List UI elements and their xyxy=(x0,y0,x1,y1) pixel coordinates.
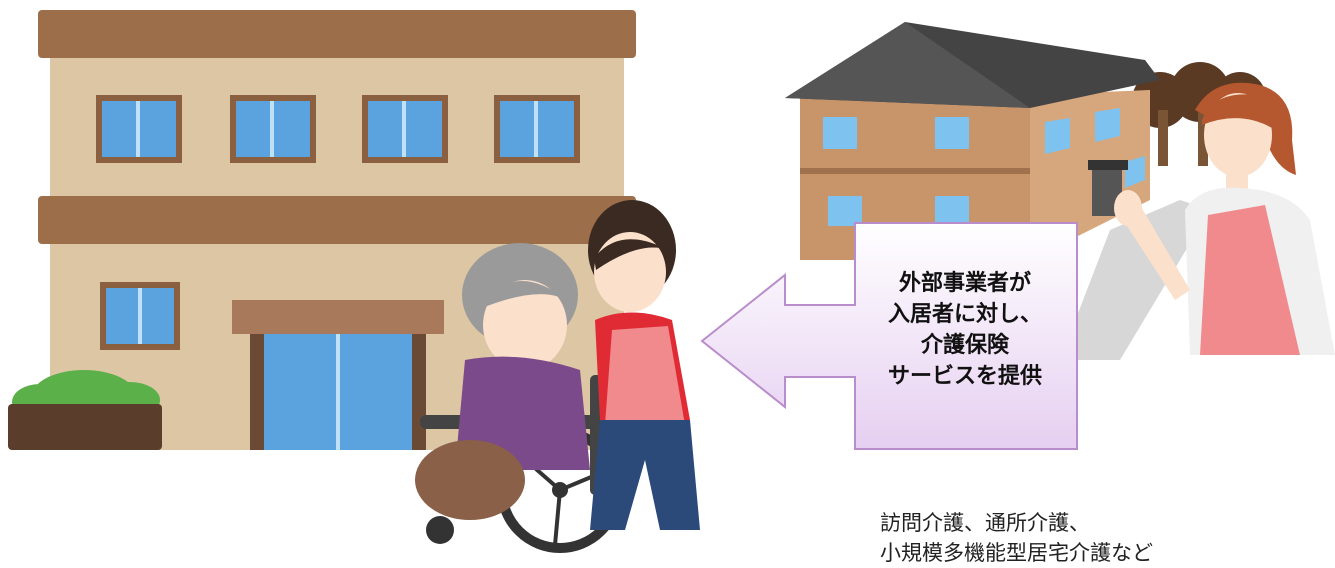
elderly-woman-icon xyxy=(415,243,590,520)
shrub-planter-icon xyxy=(8,370,162,450)
window-icon xyxy=(100,282,180,350)
window-icon xyxy=(362,95,448,163)
left-arrow-callout: 外部事業者が 入居者に対し、 介護保険 サービスを提供 xyxy=(700,222,1080,452)
services-line: 訪問介護、通所介護、 xyxy=(880,511,1090,535)
callout-text: 外部事業者が 入居者に対し、 介護保険 サービスを提供 xyxy=(850,268,1080,392)
window-icon xyxy=(230,95,316,163)
services-line: 小規模多機能型居宅介護など xyxy=(880,541,1153,565)
callout-line: サービスを提供 xyxy=(887,364,1042,389)
callout-line: 入居者に対し、 xyxy=(887,302,1042,327)
entrance-door-icon xyxy=(232,300,444,450)
window-icon xyxy=(494,95,580,163)
services-caption: 訪問介護、通所介護、 小規模多機能型居宅介護など xyxy=(880,508,1335,568)
window-icon xyxy=(96,95,182,163)
callout-line: 介護保険 xyxy=(920,333,1009,358)
left-arrow-callout-icon xyxy=(700,222,1078,450)
caregiver-waving-icon xyxy=(1114,82,1335,355)
callout-line: 外部事業者が xyxy=(898,271,1031,296)
caregiver-pushing-icon xyxy=(588,200,700,530)
